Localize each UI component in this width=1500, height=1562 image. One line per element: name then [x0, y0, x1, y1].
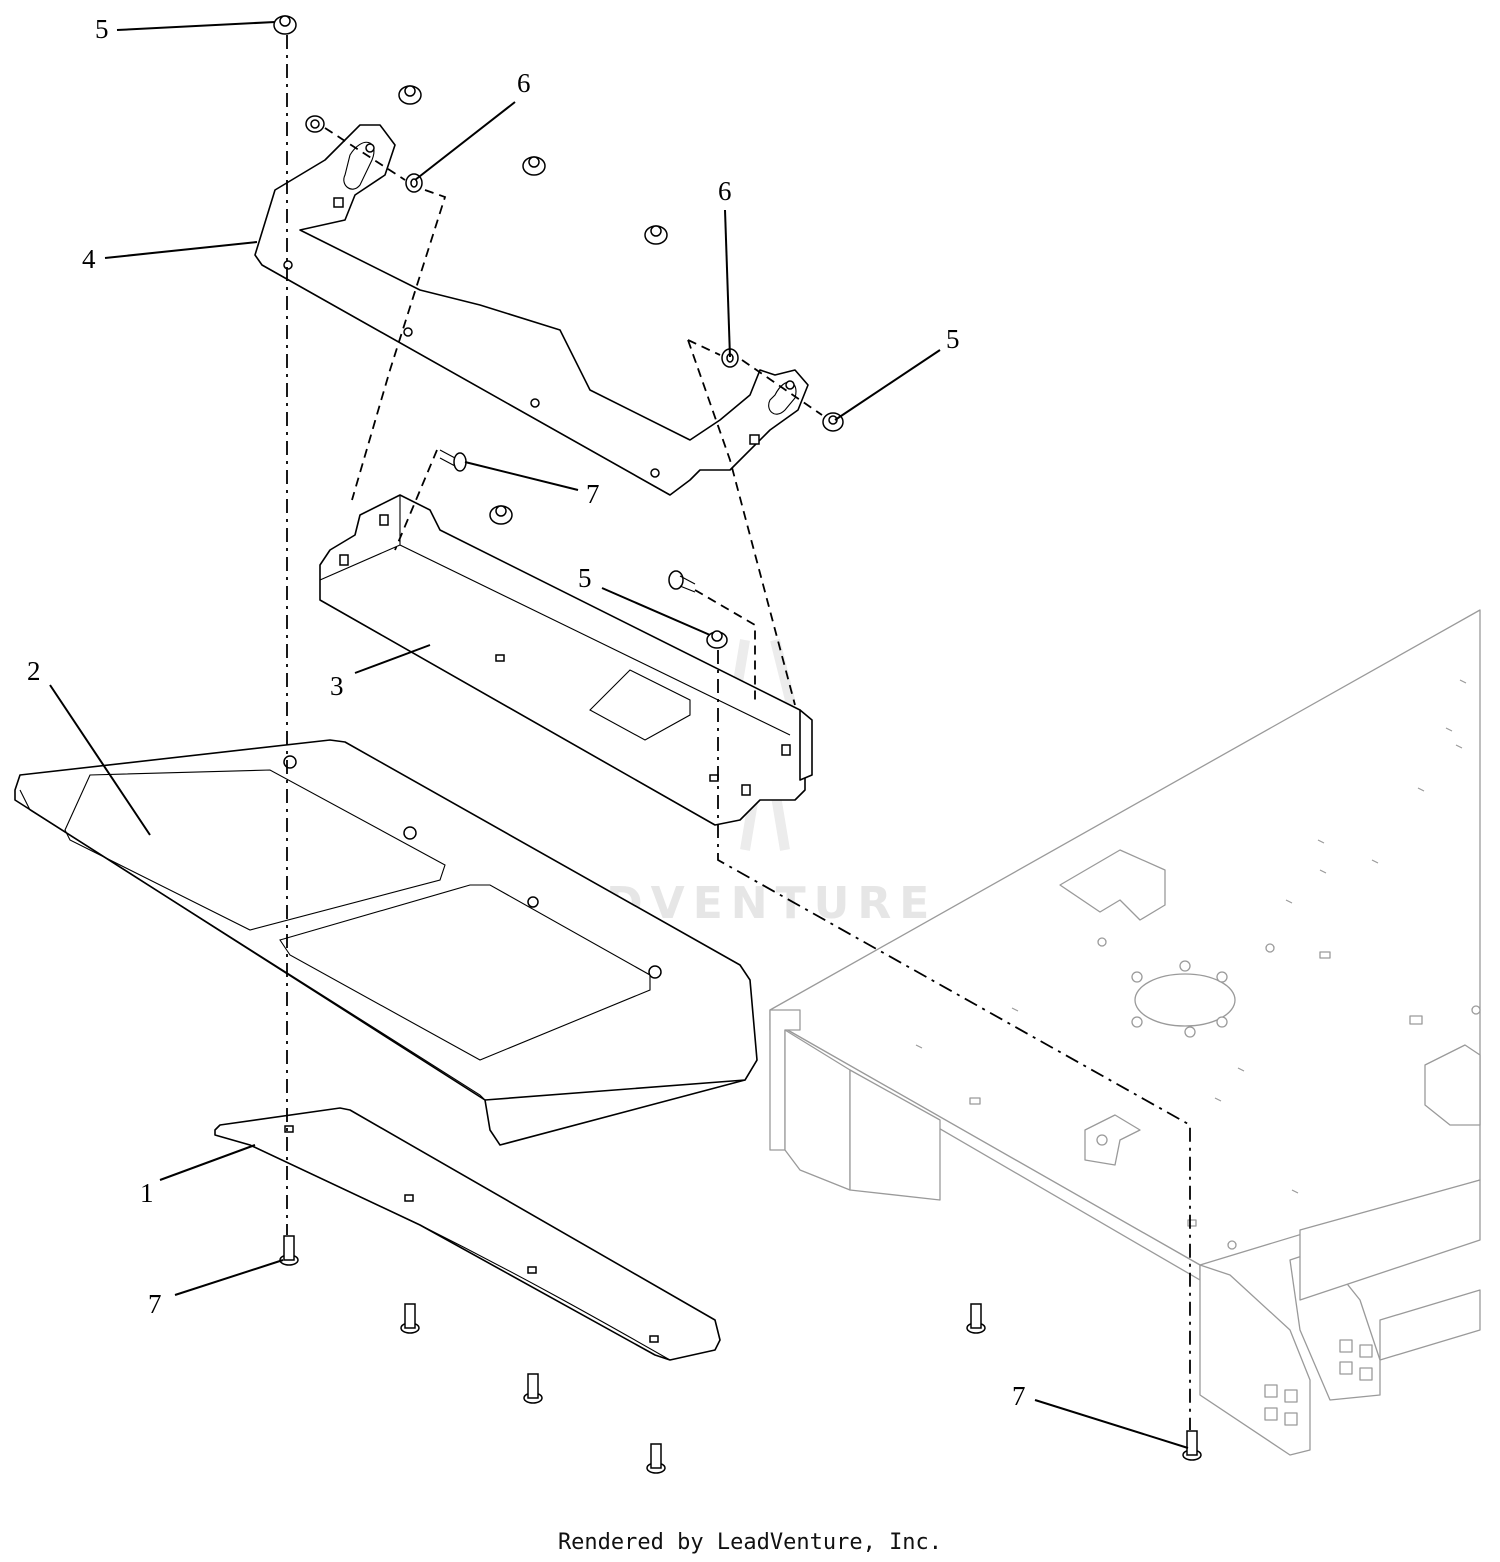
leader-lines: [49, 21, 1189, 1449]
callout-6: 6: [517, 68, 531, 98]
carriage-bolt: [646, 1443, 666, 1474]
callout-7: 7: [1012, 1381, 1026, 1411]
callout-7: 7: [586, 479, 600, 509]
flange-nut: [644, 225, 668, 245]
part-2-floor-pan: [14, 739, 758, 1146]
callout-5: 5: [95, 14, 109, 44]
callout-3: 3: [330, 671, 344, 701]
flange-nut: [398, 85, 422, 105]
callout-5: 5: [578, 563, 592, 593]
hardware-group: [273, 15, 1202, 1474]
callout-5: 5: [946, 324, 960, 354]
carriage-bolt: [966, 1303, 986, 1334]
flange-nut: [706, 630, 728, 649]
callout-2: 2: [27, 656, 41, 686]
flange-nut: [489, 505, 513, 525]
flange-nut-top: [273, 15, 297, 35]
footer-credit: Rendered by LeadVenture, Inc.: [557, 1530, 943, 1555]
assembly-lines: [286, 35, 1191, 1430]
carriage-bolt: [279, 1235, 299, 1266]
carriage-bolt: [668, 570, 696, 593]
carriage-bolt: [523, 1373, 543, 1404]
part-3-tray: [319, 494, 813, 826]
callout-7: 7: [148, 1289, 162, 1319]
carriage-bolt: [400, 1303, 420, 1334]
callouts: 5 6 4 6 5 7 5 3 2 1 7 7: [27, 14, 1026, 1411]
part-1-lower-plate: [214, 1107, 721, 1361]
flange-nut: [522, 156, 546, 176]
mower-deck-frame: [769, 609, 1481, 1456]
carriage-bolt: [1182, 1430, 1202, 1461]
callout-1: 1: [140, 1178, 154, 1208]
callout-6: 6: [718, 176, 732, 206]
carriage-bolt: [439, 449, 467, 472]
flange-nut: [305, 115, 325, 133]
callout-4: 4: [82, 244, 96, 274]
